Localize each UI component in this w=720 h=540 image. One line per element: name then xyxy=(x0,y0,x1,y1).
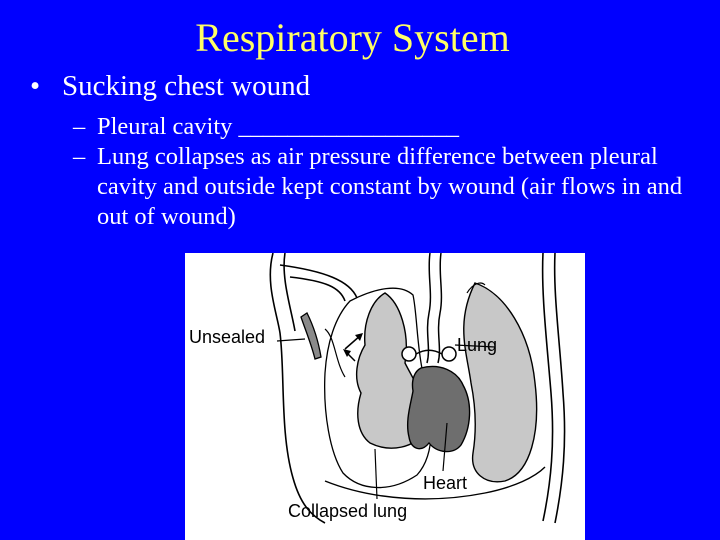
sub-bullet-text: Pleural cavity __________________ xyxy=(97,113,460,140)
sub-bullet-list: – Pleural cavity __________________ – Lu… xyxy=(73,112,693,232)
collapsed-lung-diagram: Unsealed Lung Heart Collapsed lung xyxy=(185,253,585,540)
sub-bullet-item: – Lung collapses as air pressure differe… xyxy=(73,142,693,232)
chest-wall-left xyxy=(269,253,326,524)
bullet-item: • Sucking chest wound xyxy=(30,68,310,104)
diagram-drawing xyxy=(269,253,566,524)
heart-shape xyxy=(406,365,471,453)
chest-wall-right-inner xyxy=(541,253,554,522)
wound-wedge xyxy=(300,312,322,360)
leader-unsealed xyxy=(276,338,306,342)
chest-wall-right xyxy=(553,253,566,524)
label-collapsed-lung: Collapsed lung xyxy=(288,501,408,521)
air-arrow-in-head xyxy=(355,333,363,341)
rib-outline-left xyxy=(279,264,358,299)
bullet-text: Sucking chest wound xyxy=(62,70,311,102)
leader-collapsed-lung xyxy=(374,448,378,500)
bronchi-join xyxy=(415,349,443,355)
pleural-cavity-outline xyxy=(324,287,432,489)
leader-lung xyxy=(454,344,496,348)
label-heart: Heart xyxy=(423,473,468,493)
sub-bullet-item: – Pleural cavity __________________ xyxy=(73,112,693,142)
sub-bullet-text: Lung collapses as air pressure differenc… xyxy=(97,143,683,230)
rib-outline-left-2 xyxy=(289,276,346,302)
trachea-right xyxy=(437,253,443,364)
bullet-marker: • xyxy=(30,70,41,102)
diaphragm xyxy=(324,466,546,500)
label-unsealed: Unsealed xyxy=(189,327,266,347)
bronchus-left xyxy=(401,346,417,362)
leader-heart xyxy=(442,422,448,472)
sub-bullet-dash: – xyxy=(73,113,86,140)
air-arrow-out-head xyxy=(343,349,351,357)
sub-bullet-dash: – xyxy=(73,143,86,170)
trachea-left xyxy=(426,253,432,364)
right-lung-tip xyxy=(466,282,486,294)
right-lung-shape xyxy=(463,282,538,483)
chest-wall-left-inner xyxy=(283,253,296,332)
slide-title: Respiratory System xyxy=(195,15,510,60)
label-lung: Lung xyxy=(457,335,498,355)
air-curve xyxy=(324,328,346,378)
bronchus-right xyxy=(441,346,457,362)
